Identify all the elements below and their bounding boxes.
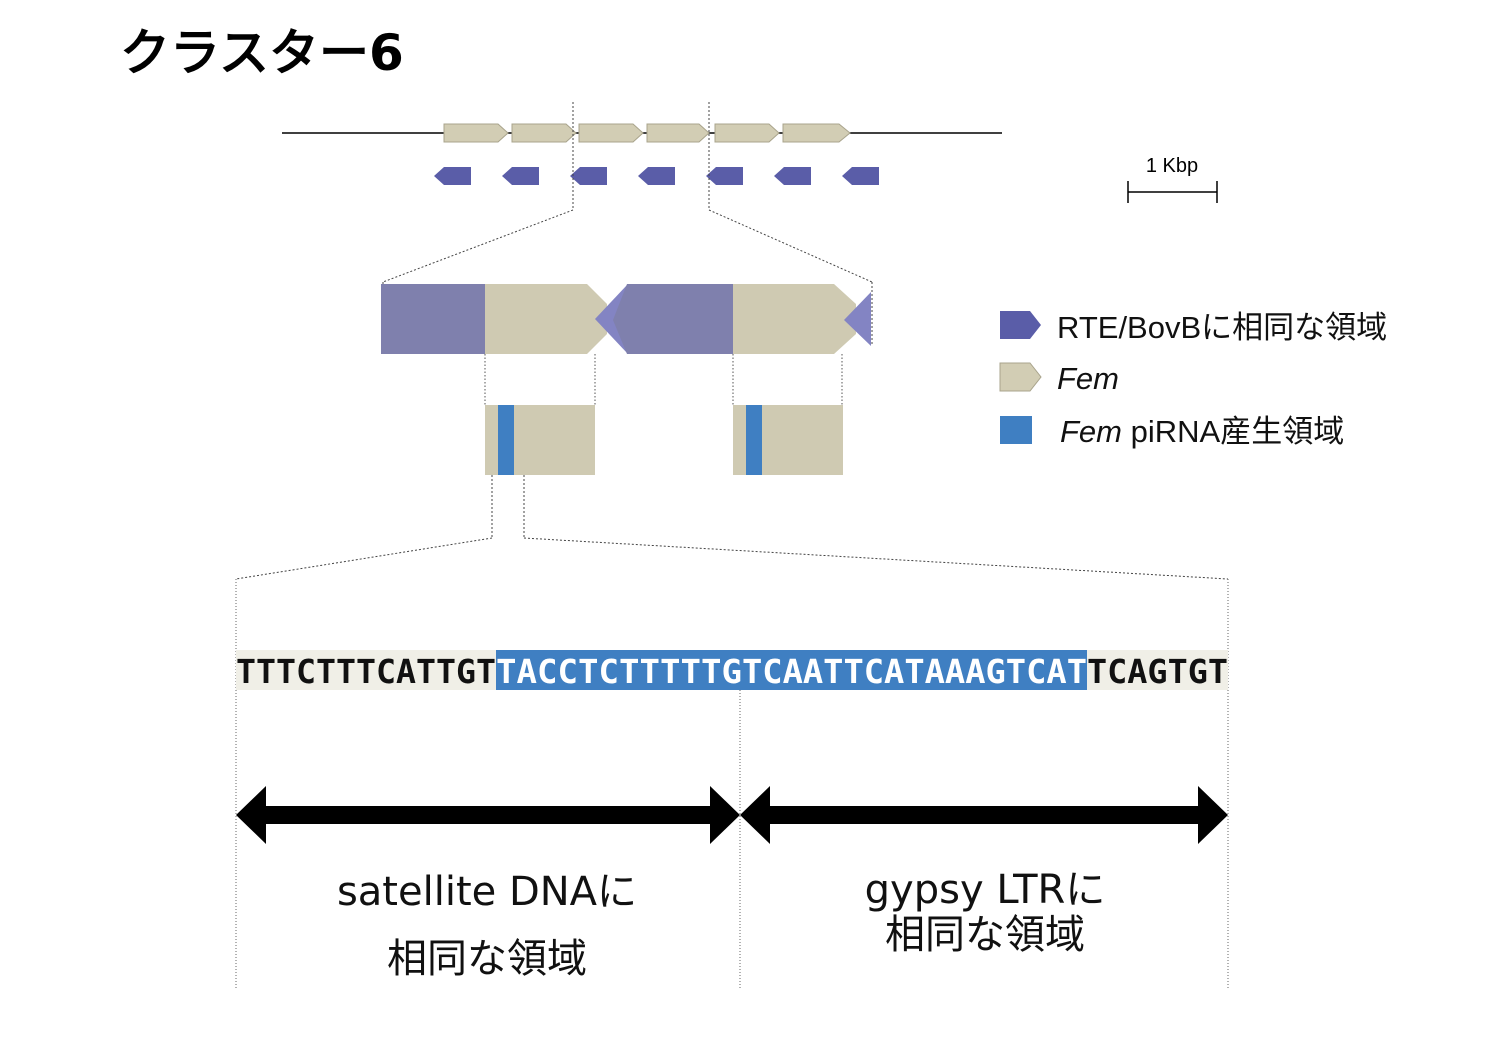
pirna-region — [746, 405, 762, 475]
sequence-highlight-bg — [496, 650, 1087, 690]
fem-unit-detail-row — [485, 405, 843, 475]
legend-pirna-label: Fem piRNA産生領域 — [1060, 414, 1344, 449]
scale-bar-label: 1 Kbp — [1146, 155, 1198, 177]
fem-arrow — [578, 123, 644, 143]
rte-arrow-row — [434, 167, 879, 185]
sequence-plain-bg — [1087, 650, 1228, 690]
legend-rte-label: RTE/BovBに相同な領域 — [1057, 310, 1387, 345]
legend-pirna-swatch — [1000, 416, 1032, 444]
rte-arrow — [706, 167, 743, 185]
rte-arrow-zoomed — [595, 285, 627, 353]
sequence-right: TCAGTGT — [1087, 652, 1228, 691]
rte-arrow — [502, 167, 539, 185]
fem-arrow — [782, 123, 851, 143]
fem-arrow — [511, 123, 577, 143]
legend-fem-label: Fem — [1057, 361, 1119, 396]
sequence-strip: TTTCTTTCATTGT TACCTCTTTTTG TCAATTCATAAAG… — [236, 650, 1228, 691]
legend-rte-swatch — [1000, 311, 1041, 339]
zoom-guides-2 — [484, 354, 843, 405]
fem-arrow — [443, 123, 509, 143]
zoom-guides-3 — [235, 475, 1229, 580]
legend-pirna-text: piRNA産生領域 — [1122, 414, 1344, 449]
sequence-highlight-b: TCAATTCATAAAGTCAT — [742, 652, 1087, 691]
legend: RTE/BovBに相同な領域 Fem Fem piRNA産生領域 — [999, 310, 1387, 449]
rte-arrow-zoomed — [844, 292, 871, 346]
satellite-label-line2: 相同な領域 — [387, 936, 587, 982]
rte-block — [381, 284, 485, 354]
page-title: クラスター6 — [120, 24, 404, 82]
satellite-region-arrow — [236, 786, 740, 844]
gypsy-label-line1: gypsy LTRに — [865, 867, 1106, 913]
fem-arrow — [714, 123, 780, 143]
rte-arrow — [570, 167, 607, 185]
rte-arrow — [842, 167, 879, 185]
rte-arrow — [774, 167, 811, 185]
legend-pirna-italic: Fem — [1060, 414, 1122, 449]
rte-arrow — [638, 167, 675, 185]
fem-arrow-row — [443, 123, 851, 143]
rte-block — [613, 284, 733, 354]
legend-fem-swatch — [999, 362, 1042, 392]
sequence-plain-bg — [236, 650, 496, 690]
sequence-highlight-a: TACCTCTTTTTG — [496, 652, 742, 691]
pirna-region — [498, 405, 514, 475]
zoomed-unit-row — [381, 284, 871, 354]
zoom-guides-1 — [382, 102, 873, 352]
scale-bar — [1127, 181, 1218, 203]
gypsy-region-arrow — [740, 786, 1228, 844]
gypsy-label-line2: 相同な領域 — [885, 912, 1085, 958]
fem-block — [733, 284, 856, 354]
rte-arrow — [434, 167, 471, 185]
satellite-label-line1: satellite DNAに — [337, 869, 637, 915]
region-guides — [235, 579, 1229, 990]
region-arrows — [236, 786, 1228, 844]
fem-block — [485, 284, 607, 354]
sequence-left: TTTCTTTCATTGT — [236, 652, 496, 691]
fem-arrow — [646, 123, 710, 143]
